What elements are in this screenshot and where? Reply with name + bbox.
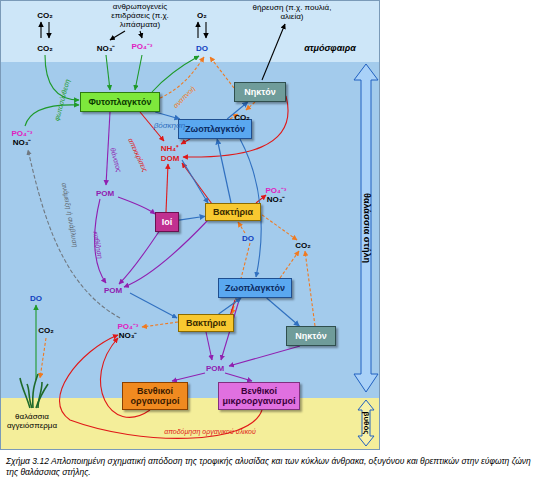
- chemical-label: POM: [104, 286, 122, 295]
- chemical-label: PO₄⁻³: [117, 322, 138, 331]
- water-column-arrow: [354, 64, 378, 392]
- node-text: Φυτοπλαγκτόν: [88, 97, 151, 107]
- food-web-arrow: [219, 298, 241, 314]
- atmosphere-band: [0, 0, 380, 62]
- chemical-label: θήρευση (π.χ. πουλιά, αλιεία): [245, 3, 340, 21]
- chemical-label: NO₃⁻: [119, 331, 138, 340]
- chemical-label: ανθρωπογενείς επιδράσεις (π.χ. λιπάσματα…: [100, 2, 180, 29]
- chemical-label: CO₂: [37, 11, 53, 20]
- frame: [1, 1, 380, 450]
- node-text: Βακτήρια: [213, 207, 253, 217]
- chemical-label: O₂: [197, 11, 207, 20]
- chemical-label: DO: [196, 44, 208, 53]
- nekton-box: Νηκτόν: [234, 82, 286, 102]
- chemical-label: CO₂: [234, 113, 250, 122]
- chemical-label: DO: [30, 294, 42, 303]
- figure-caption: Σχήμα 3.12 Απλοποιημένη σχηματική απόδοσ…: [6, 456, 531, 478]
- edge-label: βόσκηση: [154, 120, 186, 129]
- chemical-label: αποδόμηση οργανικού υλικού: [164, 427, 256, 436]
- seafloor-arrow: [358, 400, 374, 446]
- food-web-arrow: [155, 112, 180, 119]
- chemical-label: ατμόσφαιρα: [304, 44, 356, 53]
- chemical-label: CO₂: [37, 44, 53, 53]
- chemical-label: CO₂: [295, 241, 311, 250]
- node-text: Βενθικοί οργανισμοί: [123, 386, 187, 406]
- chemical-label: POM: [206, 364, 224, 373]
- chemical-label: PO₄⁻³: [131, 42, 152, 51]
- node-text: Νηκτόν: [244, 87, 276, 97]
- bacteria-box: Βακτήρια: [205, 203, 261, 221]
- food-web-arrow: [179, 216, 205, 220]
- seafloor-band: [0, 398, 380, 450]
- process-label: θαλάσσια στήλη: [362, 193, 371, 263]
- node-text: Νηκτόν: [295, 331, 327, 341]
- chemical-label: DOM: [161, 154, 180, 163]
- bacteria-box: Βακτήρια: [178, 314, 234, 332]
- water-column-band: [0, 0, 380, 450]
- chemical-label: POM: [96, 189, 114, 198]
- chemical-label: θαλάσσια αγγειόσπερμα: [2, 412, 62, 430]
- food-web-arrow: [267, 298, 300, 326]
- chemical-label: PO₄⁻³: [265, 186, 286, 195]
- flow-arrows: [25, 22, 315, 438]
- node-text: Ιοί: [162, 217, 173, 227]
- chemical-label: NO₃⁻: [13, 138, 32, 147]
- virus-box: Ιοί: [155, 212, 179, 232]
- benthic-organism-box: Βενθικοί οργανισμοί: [122, 382, 188, 410]
- zooplankton-box: Ζωοπλαγκτόν: [178, 119, 252, 139]
- nekton-box: Νηκτόν: [286, 326, 336, 346]
- node-text: Ζωοπλαγκτόν: [185, 124, 245, 134]
- seagrass-symbol: [20, 374, 48, 408]
- food-web-arrow: [217, 139, 231, 203]
- node-text: Ζωοπλαγκτόν: [225, 283, 285, 293]
- benthic-microbe-box: Βενθικοί μικροοργανισμοί: [218, 382, 300, 410]
- chemical-label: NH₄⁺: [161, 144, 179, 153]
- process-label: βυθός: [362, 412, 371, 435]
- chemical-label: CO₂: [38, 326, 54, 335]
- phytoplankton-box: Φυτοπλαγκτόν: [80, 92, 160, 112]
- node-text: Βακτήρια: [186, 318, 226, 328]
- chemical-label: DO: [242, 234, 254, 243]
- chemical-label: NO₃⁻: [97, 44, 116, 53]
- node-text: Βενθικοί μικροοργανισμοί: [219, 386, 299, 406]
- chemical-label: NO₃⁻: [267, 195, 286, 204]
- zooplankton-box: Ζωοπλαγκτόν: [218, 278, 292, 298]
- chemical-label: PO₄⁻³: [11, 129, 32, 138]
